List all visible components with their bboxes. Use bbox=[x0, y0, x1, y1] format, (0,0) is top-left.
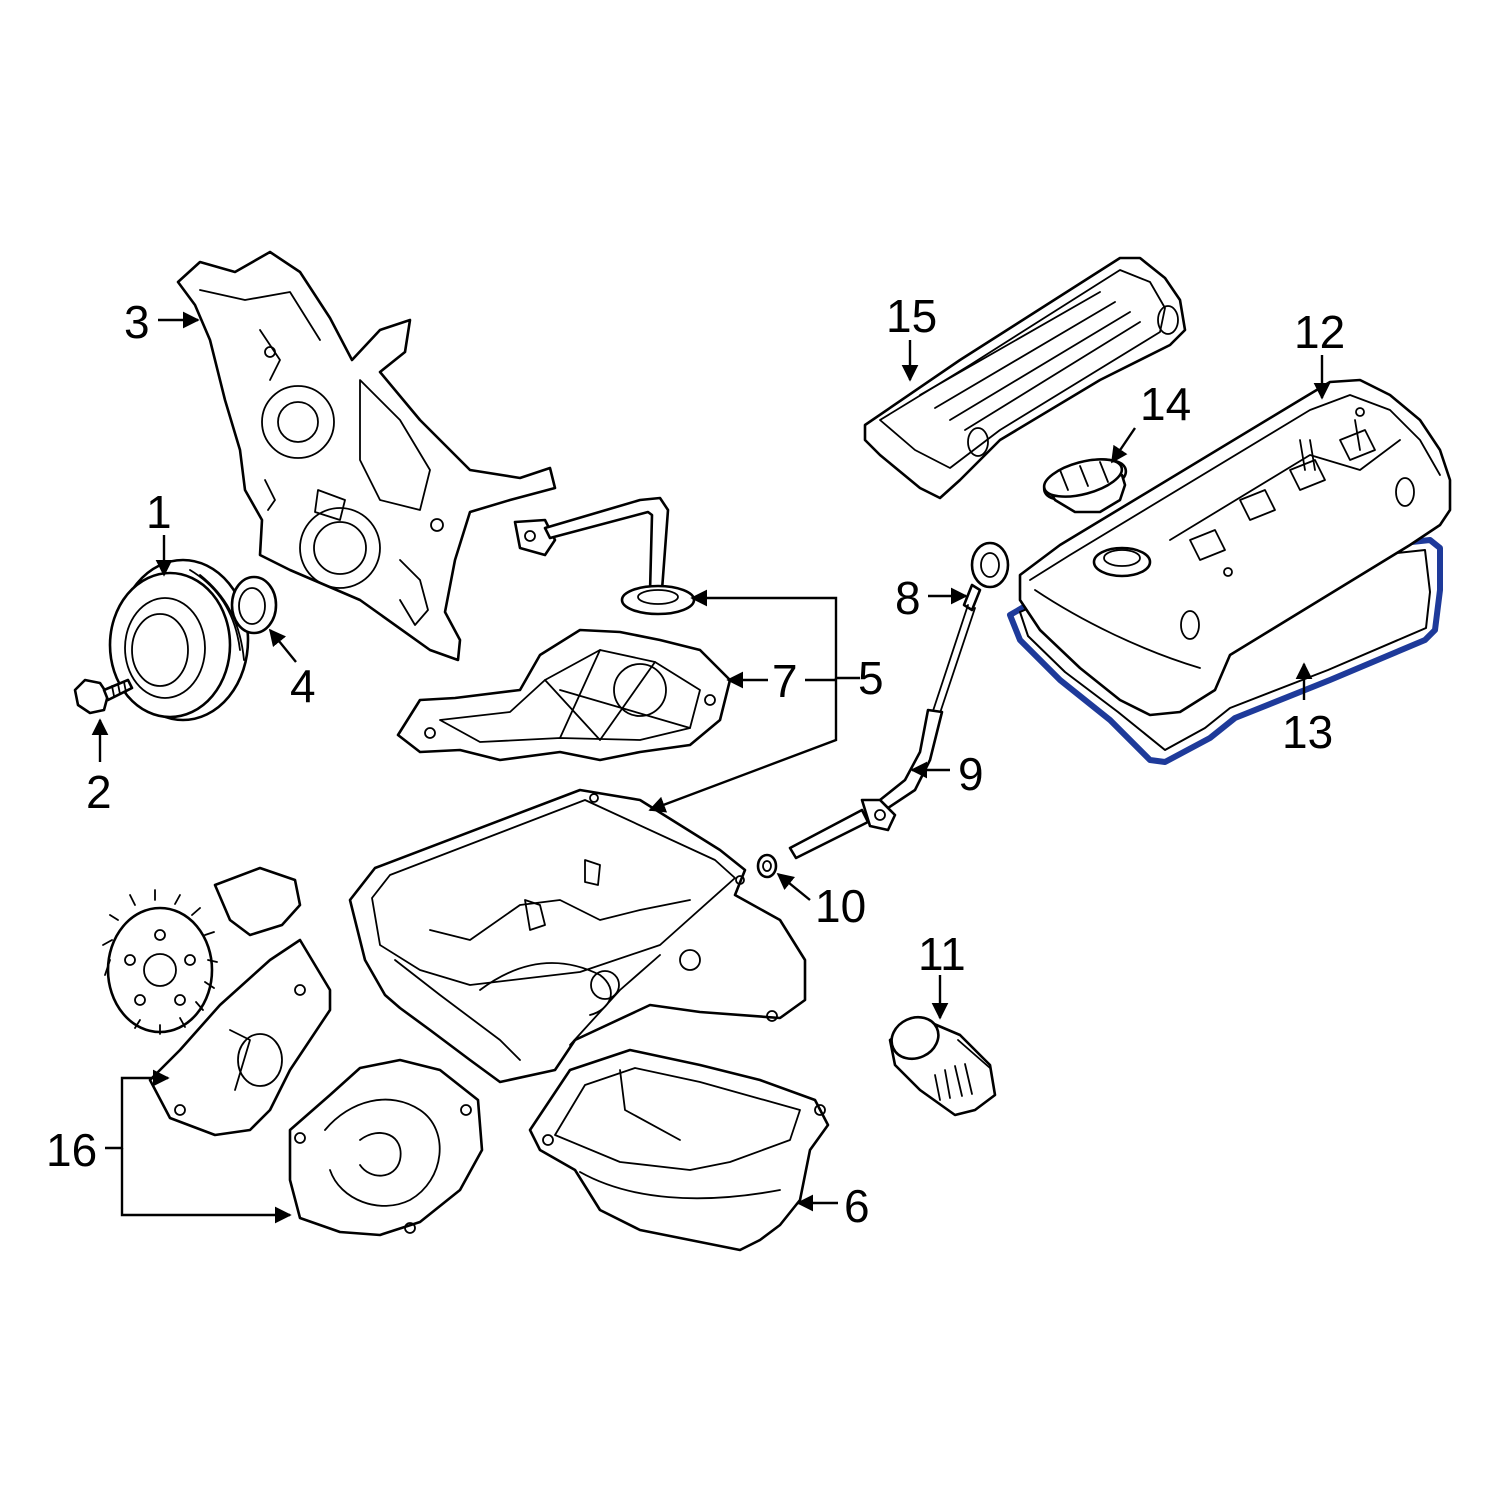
callout-8: 8 bbox=[895, 572, 921, 624]
callout-10: 10 bbox=[815, 880, 866, 932]
valve-cover bbox=[1018, 378, 1452, 717]
valve-cover-gasket bbox=[1007, 537, 1443, 765]
oil-filler-cap bbox=[1042, 458, 1128, 514]
callout-3: 3 bbox=[124, 296, 150, 348]
callout-9: 9 bbox=[958, 748, 984, 800]
oil-filter bbox=[888, 1015, 997, 1117]
callout-12: 12 bbox=[1294, 306, 1345, 358]
callout-15: 15 bbox=[886, 290, 937, 342]
engine-appearance-cover bbox=[863, 256, 1187, 500]
crankshaft-pulley bbox=[108, 558, 250, 722]
leader-16-bottom bbox=[120, 1148, 292, 1224]
leader-4 bbox=[268, 628, 297, 663]
leader-14 bbox=[1111, 427, 1136, 464]
oil-pump bbox=[102, 866, 332, 1137]
callout-labels: 1 2 3 4 5 6 7 8 9 10 11 12 13 14 15 16 bbox=[46, 290, 1345, 1232]
upper-oil-pan bbox=[348, 788, 807, 1084]
leader-5-top bbox=[690, 589, 860, 680]
drain-plug-washer bbox=[756, 853, 778, 879]
leader-16-top bbox=[105, 1069, 170, 1150]
callout-5: 5 bbox=[858, 652, 884, 704]
lower-oil-pan bbox=[528, 1048, 830, 1252]
callout-11: 11 bbox=[918, 928, 966, 980]
timing-cover bbox=[176, 250, 557, 662]
oil-pickup-tube bbox=[513, 496, 696, 616]
oil-pump-cover bbox=[288, 1058, 484, 1237]
leader-5-bottom bbox=[648, 678, 838, 813]
callout-16: 16 bbox=[46, 1124, 97, 1176]
callout-1: 1 bbox=[146, 486, 172, 538]
callout-14: 14 bbox=[1140, 378, 1191, 430]
callout-leaders bbox=[91, 311, 1331, 1224]
callout-13: 13 bbox=[1282, 706, 1333, 758]
callout-4: 4 bbox=[290, 660, 316, 712]
callout-2: 2 bbox=[86, 766, 112, 818]
dipstick-tube bbox=[788, 708, 944, 860]
callout-6: 6 bbox=[844, 1180, 870, 1232]
front-seal bbox=[230, 575, 278, 635]
callout-7: 7 bbox=[772, 655, 798, 707]
gasket-highlight bbox=[1007, 537, 1443, 765]
dipstick bbox=[929, 541, 1010, 723]
leader-10 bbox=[776, 872, 811, 901]
pulley-bolt bbox=[73, 678, 134, 715]
